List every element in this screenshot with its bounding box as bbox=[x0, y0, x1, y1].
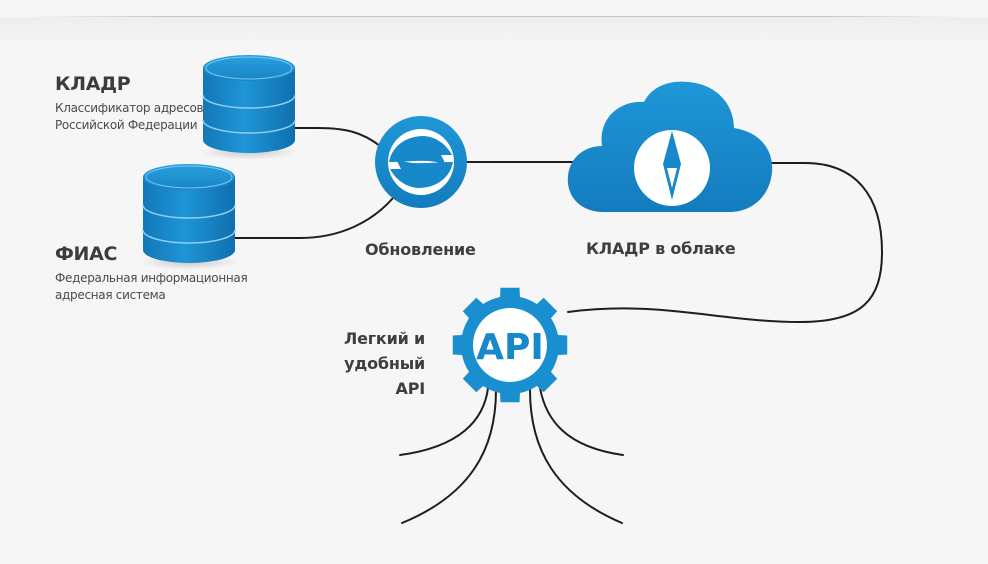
update-label: Обновление bbox=[365, 240, 476, 259]
api-output-line-2 bbox=[401, 389, 497, 524]
kladr-database-icon bbox=[199, 55, 299, 160]
api-caption-line-2: удобный API bbox=[344, 354, 425, 398]
connector-cloud-to-api bbox=[567, 162, 884, 324]
api-badge-face bbox=[473, 308, 547, 382]
connector-fias-to-update bbox=[221, 197, 394, 239]
top-shadow bbox=[0, 17, 988, 45]
api-caption: Легкий и удобный API bbox=[312, 326, 425, 401]
refresh-icon bbox=[375, 116, 467, 208]
api-badge-text: API bbox=[476, 327, 544, 368]
connectors bbox=[221, 127, 884, 524]
fias-database-icon bbox=[139, 164, 239, 270]
api-output-line-3 bbox=[529, 389, 623, 524]
api-output-line-4 bbox=[539, 387, 624, 456]
top-divider bbox=[30, 16, 958, 17]
cloud-label: КЛАДР в облаке bbox=[586, 239, 736, 258]
kladr-title: КЛАДР bbox=[55, 73, 131, 95]
kladr-description: Классификатор адресов Российской Федерац… bbox=[55, 100, 204, 134]
api-caption-line-1: Легкий и bbox=[344, 329, 425, 348]
fias-description: Федеральная информационная адресная сист… bbox=[55, 270, 248, 304]
fias-title: ФИАС bbox=[55, 243, 118, 265]
cloud-icon bbox=[567, 81, 773, 212]
fias-description-line-2: адресная система bbox=[55, 288, 166, 302]
kladr-description-line-1: Классификатор адресов bbox=[55, 101, 204, 115]
kladr-description-line-2: Российской Федерации bbox=[55, 118, 198, 132]
api-output-line-1 bbox=[399, 387, 489, 456]
fias-description-line-1: Федеральная информационная bbox=[55, 271, 248, 285]
compass-icon bbox=[663, 131, 681, 200]
connector-kladr-to-update bbox=[281, 127, 381, 147]
